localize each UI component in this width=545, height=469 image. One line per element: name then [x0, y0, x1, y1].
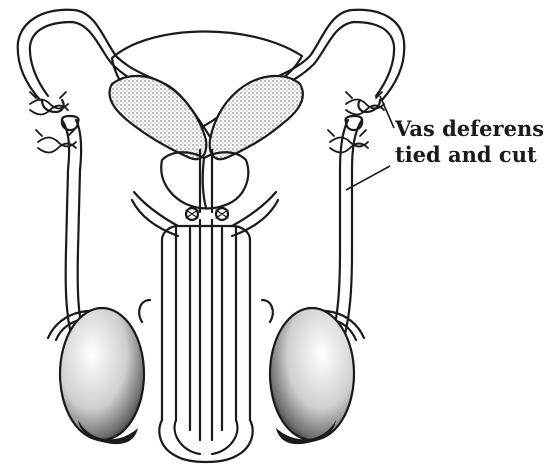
label-line-2: tied and cut	[395, 142, 537, 167]
testis-right	[270, 308, 354, 440]
ligature-tie-right	[328, 92, 384, 153]
vas-deferens-left	[18, 10, 212, 338]
testis-left	[60, 308, 144, 440]
label-line-1: Vas deferens	[394, 116, 544, 141]
crus-right	[232, 192, 278, 236]
ligature-tie-left	[30, 92, 76, 153]
penis-shaft	[162, 220, 250, 440]
glans-penis	[159, 420, 252, 462]
seminal-vesicle-right	[210, 76, 303, 159]
seminal-vesicle-left	[109, 76, 206, 159]
bulbourethral-glands	[186, 208, 228, 220]
crus-left	[132, 192, 178, 236]
